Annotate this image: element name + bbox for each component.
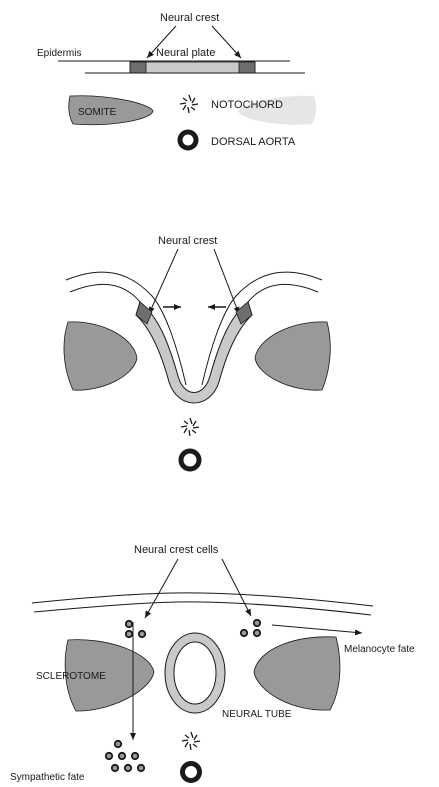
neural-fold: [136, 302, 252, 403]
panel-3-neural-tube-stage: Neural crest cells Melanocyte fate SCLER…: [10, 544, 415, 783]
notochord-label: NOTOCHORD: [211, 99, 283, 111]
neural-crest-arrow-2-left: [149, 249, 178, 314]
crest-cells-arrow-right: [222, 559, 251, 616]
somite-right-2: [255, 322, 330, 390]
dorsal-aorta-2: [181, 451, 199, 469]
epidermis-label: Epidermis: [37, 48, 81, 59]
neural-crest-arrow-2-right: [214, 249, 239, 314]
sclerotome-label: SCLEROTOME: [36, 671, 106, 682]
epidermis-inner-left: [70, 284, 140, 302]
epidermis-upper-3: [32, 593, 373, 606]
neural-plate: [130, 62, 255, 73]
melanocyte-arrow: [272, 625, 362, 633]
neural-crest-label-1: Neural crest: [160, 12, 219, 24]
notochord-icon-1: [180, 95, 198, 113]
sympathetic-cells: [106, 741, 144, 771]
neural-crest-zone-right: [239, 62, 255, 73]
dorsal-aorta-3: [183, 764, 200, 781]
neural-crest-cells-label: Neural crest cells: [134, 544, 219, 556]
crest-cells-right: [241, 620, 260, 636]
neural-crest-label-2: Neural crest: [158, 235, 217, 247]
somite-label: SOMITE: [78, 107, 117, 118]
sympathetic-fate-label: Sympathetic fate: [10, 772, 85, 783]
notochord-icon-2: [181, 418, 199, 436]
neural-crest-zone-left: [130, 62, 146, 73]
panel-1-neural-plate-stage: Neural crest Epidermis Neural plate SOMI…: [37, 12, 316, 148]
crest-cells-arrow-left: [145, 559, 178, 618]
dorsal-aorta-label: DORSAL AORTA: [211, 136, 296, 148]
melanocyte-fate-label: Melanocyte fate: [344, 644, 415, 655]
crest-cells-left: [126, 621, 145, 637]
epidermis-lower-3: [34, 602, 371, 615]
somite-left-2: [64, 322, 137, 390]
neural-plate-label: Neural plate: [156, 47, 215, 59]
neural-crest-arrow-right: [212, 26, 241, 58]
neural-tube-lumen: [174, 642, 216, 704]
notochord-icon-3: [182, 732, 200, 750]
sclerotome-right: [254, 637, 340, 710]
panel-2-neural-fold-stage: Neural crest: [64, 235, 330, 469]
epidermis-inner-right: [248, 284, 318, 302]
neural-tube-label: NEURAL TUBE: [222, 709, 292, 720]
dorsal-aorta-1: [180, 132, 196, 148]
